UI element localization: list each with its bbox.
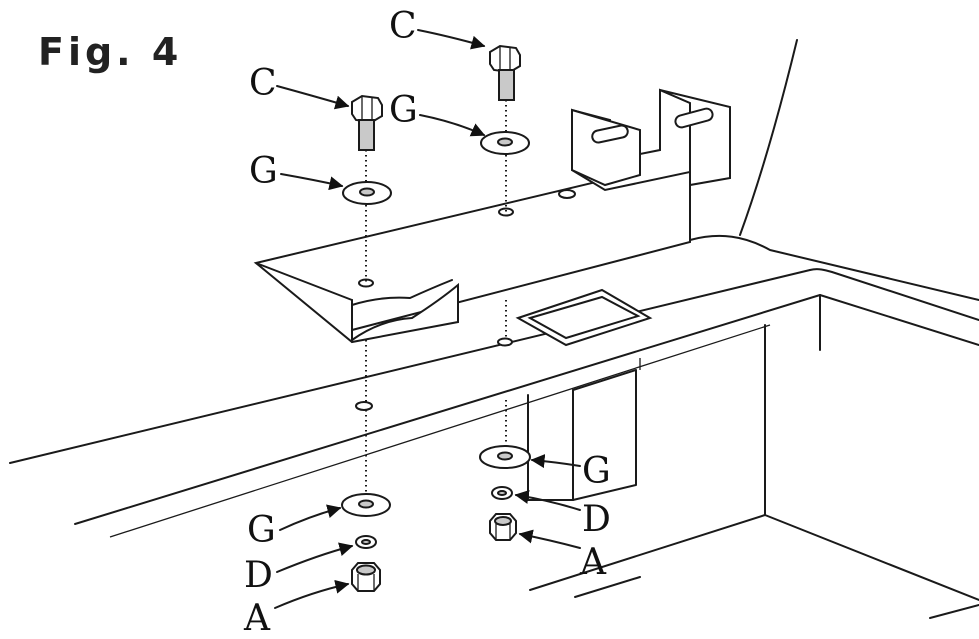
callout-c-top-label: C <box>389 6 417 47</box>
callout-a-left-label: A <box>243 598 271 639</box>
callout-c-left: C <box>249 63 350 110</box>
callout-a-left: A <box>243 579 350 639</box>
nut-left-a <box>351 562 381 592</box>
callout-d-left-arrow <box>276 542 354 573</box>
callout-g-top-left-arrow <box>280 173 344 191</box>
figure-title: Fig. 4 <box>38 30 182 74</box>
callout-g-top-left: G <box>249 151 344 192</box>
callout-d-left: D <box>244 542 354 596</box>
lock-washer-right-d <box>491 486 513 500</box>
callout-a-left-arrow <box>274 579 350 609</box>
callout-a-right: A <box>518 529 607 583</box>
callout-d-right-label: D <box>582 499 611 540</box>
washer-top-left-g <box>342 181 392 205</box>
mounting-bracket <box>253 88 731 344</box>
callout-g-top-right-arrow <box>419 114 486 137</box>
callout-g-bottom-right-arrow <box>530 454 581 469</box>
callout-g-top-left-label: G <box>249 151 278 192</box>
washer-bottom-right-g <box>479 445 531 469</box>
callout-g-bottom-left-arrow <box>279 504 342 531</box>
callout-a-right-arrow <box>518 529 581 549</box>
bolt-left-c <box>351 94 383 151</box>
bolt-right-c <box>489 44 521 101</box>
callout-c-left-arrow <box>276 85 350 110</box>
callout-c-top: C <box>389 6 486 50</box>
callout-g-top-right: G <box>389 90 486 137</box>
callout-c-top-arrow <box>417 29 486 50</box>
callout-g-bottom-left: G <box>247 504 342 551</box>
table-cutout <box>355 288 653 411</box>
callout-c-left-label: C <box>249 63 277 104</box>
callout-g-bottom-left-label: G <box>247 510 276 551</box>
washer-top-right-g <box>480 131 530 155</box>
frame-structure <box>9 39 979 619</box>
callout-a-right-label: A <box>579 542 607 583</box>
callout-g-bottom-right-label: G <box>582 451 611 492</box>
callout-g-bottom-right: G <box>530 451 611 492</box>
lock-washer-left-d <box>355 535 377 549</box>
callout-d-right: D <box>514 490 611 540</box>
callout-d-left-label: D <box>244 555 273 596</box>
washer-bottom-left-g <box>341 493 391 517</box>
callout-g-top-right-label: G <box>389 90 418 131</box>
callout-d-right-arrow <box>514 490 581 511</box>
nut-right-a <box>489 513 517 541</box>
